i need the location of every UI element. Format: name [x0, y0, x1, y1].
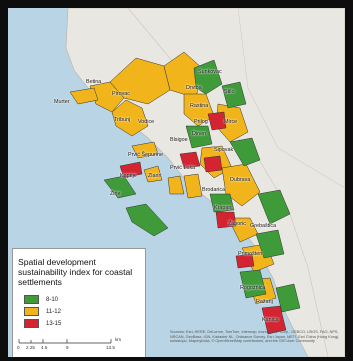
place-label: Rastina — [190, 103, 209, 109]
map-canvas[interactable]: Sunkovac Stilo Rastina Dinen Prilog Mirc… — [8, 8, 345, 357]
island-green-west — [103, 175, 137, 199]
scale-tick: 0 — [17, 345, 20, 350]
region-dinen — [185, 125, 213, 149]
legend-label: 13-15 — [46, 320, 62, 327]
scale-tick: 9 — [66, 345, 69, 350]
legend-swatch-green — [24, 295, 39, 304]
place-label: Blsigoe — [170, 137, 188, 143]
place-label: Rogoznica — [240, 285, 266, 291]
place-label: Tribunj — [114, 117, 131, 123]
region-green-mid — [229, 137, 261, 167]
legend-item: 8-10 — [24, 295, 58, 304]
region-primosten — [239, 269, 267, 299]
region-tribunj-vodice — [111, 99, 149, 137]
island-zirje — [125, 203, 169, 237]
region-krapanj — [215, 211, 237, 229]
region-rastina — [183, 93, 215, 127]
island-yellow-small — [143, 165, 163, 183]
legend: Spatial development sustainability index… — [12, 248, 146, 357]
place-label: Sunkovac — [198, 69, 222, 75]
place-label: Prilog — [194, 119, 208, 125]
place-label: Murter — [54, 99, 70, 105]
place-label: Kaprije — [120, 173, 137, 179]
place-label: Grebaštica — [250, 223, 277, 229]
island-kaprije-red — [119, 161, 143, 179]
place-label: Brodarica — [202, 187, 226, 193]
map-svg — [65, 8, 345, 357]
legend-item: 13-15 — [24, 319, 61, 328]
region-red-sibenik — [179, 151, 201, 169]
scale-tick: 2.25 — [26, 345, 35, 350]
legend-label: 11-12 — [46, 308, 61, 315]
region-sunkovac — [193, 59, 223, 95]
region-pirovac — [89, 81, 125, 113]
place-label: Sipovak — [214, 147, 234, 153]
legend-label: 8-10 — [46, 296, 59, 303]
region-stilo — [221, 81, 247, 109]
region-red-south — [235, 253, 255, 269]
legend-title: Spatial development sustainability index… — [18, 257, 133, 288]
scale-bar-graphic — [18, 339, 112, 344]
place-label: Ražanj — [256, 299, 273, 305]
scale-tick: 13.5 — [106, 345, 115, 350]
region-grebastica — [255, 229, 285, 259]
island-prvic — [131, 141, 159, 159]
place-label: Zlarin — [148, 173, 162, 179]
place-label: Drviba — [186, 85, 202, 91]
map-attribution: Sources: Esri, HERE, DeLorme, TomTom, In… — [170, 330, 340, 344]
region-razanj — [261, 305, 287, 335]
place-label: Stilo — [224, 89, 235, 95]
place-label: Vodice — [138, 119, 155, 125]
place-label: Mirce — [224, 119, 238, 125]
region-red-north — [207, 111, 227, 131]
place-label: Betina — [86, 79, 102, 85]
place-label: Žaboric — [228, 221, 246, 227]
legend-item: 11-12 — [24, 307, 61, 316]
place-label: Prvić Luka — [170, 165, 196, 171]
place-label: Pirovac — [112, 91, 130, 97]
region-red-mid — [203, 155, 223, 173]
scale-unit: km — [115, 337, 122, 342]
place-label: Žirje — [110, 191, 121, 197]
place-label: Dinen — [192, 131, 207, 137]
region-brodarica — [209, 193, 235, 213]
scale-tick: 4.5 — [41, 345, 48, 350]
region-zlarin-area — [183, 173, 203, 199]
region-dubrava — [221, 163, 261, 207]
place-label: Primošten — [238, 251, 263, 257]
place-label: Krapanj — [214, 205, 233, 211]
scale-bar: 0 2.25 4.5 9 13.5 km — [13, 329, 145, 355]
place-label: Prvić Šepurine — [128, 152, 164, 158]
region-green-east — [257, 189, 291, 225]
place-label: Kanica — [262, 317, 279, 323]
island-murter — [69, 87, 99, 105]
place-label: Dubrava — [230, 177, 251, 183]
legend-swatch-red — [24, 319, 39, 328]
region-green-south — [275, 283, 301, 313]
region-kaprije-area — [167, 175, 185, 195]
legend-swatch-yellow — [24, 307, 39, 316]
